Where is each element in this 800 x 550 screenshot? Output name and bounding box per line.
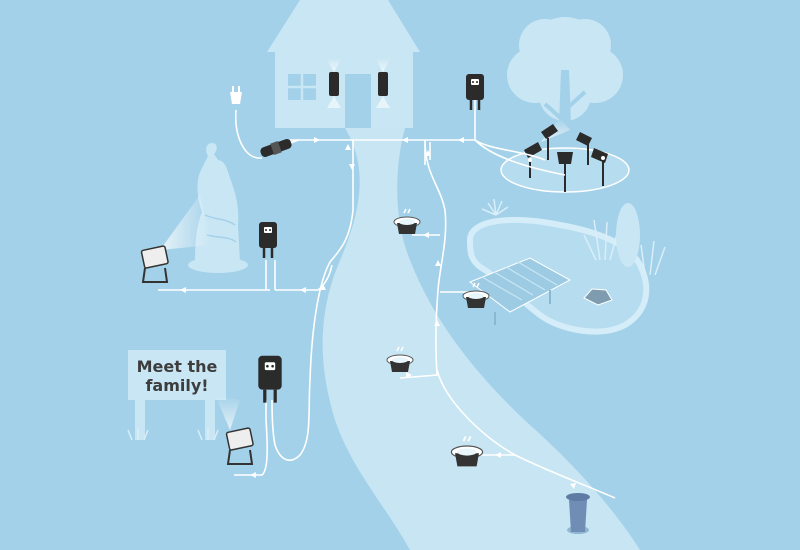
spotlight-icon xyxy=(557,152,573,192)
grass-tuft-icon xyxy=(481,198,509,216)
sign-text-line1: Meet the xyxy=(137,357,218,376)
wall-light-icon xyxy=(375,58,391,108)
light-beam xyxy=(160,195,212,250)
tree-icon xyxy=(507,17,623,150)
sign-text-line2: family! xyxy=(145,376,208,395)
sign-icon: Meet the family! xyxy=(127,350,226,441)
ground-spike-lights xyxy=(528,156,605,162)
spotlight-icon xyxy=(541,124,558,160)
light-beam xyxy=(215,395,240,430)
trash-bin-icon xyxy=(566,493,590,534)
reeds-icon xyxy=(583,219,666,276)
garden-path xyxy=(322,128,640,550)
connector-icon xyxy=(260,138,299,158)
cable-network xyxy=(158,100,616,499)
plug-icon xyxy=(230,86,242,104)
deck-icon xyxy=(468,257,572,325)
rock-icon xyxy=(583,288,613,306)
cypress-icon xyxy=(616,203,640,267)
house-icon xyxy=(267,0,420,128)
cable-arrows xyxy=(180,137,576,489)
wall-light-icon xyxy=(326,58,342,108)
spotlight-icon xyxy=(576,132,592,165)
